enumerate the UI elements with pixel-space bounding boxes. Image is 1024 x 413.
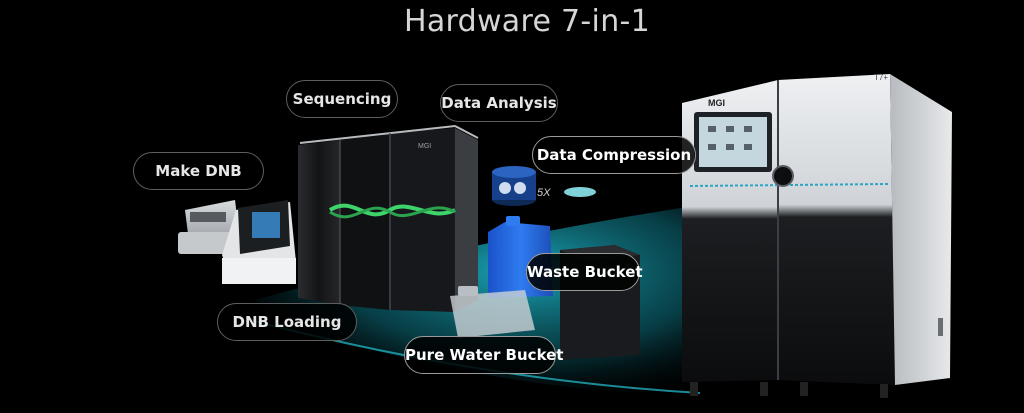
make-dnb-instrument: [178, 200, 296, 284]
label-pure-water-bucket: Pure Water Bucket: [404, 336, 563, 374]
compression-graphic: 5X: [492, 166, 596, 206]
sequencer-brand-text: MGI: [418, 143, 431, 150]
t7-sequencer: MGI T7+: [682, 73, 952, 398]
label-make-dnb: Make DNB: [133, 152, 264, 190]
label-waste-bucket: Waste Bucket: [526, 253, 643, 291]
t7-model-text: T7+: [874, 73, 888, 82]
t7-brand-text: MGI: [708, 98, 725, 108]
pure-water-tray: [450, 286, 535, 338]
label-data-compression: Data Compression: [532, 136, 696, 174]
slide-title: Hardware 7-in-1: [403, 4, 651, 39]
label-dnb-loading: DNB Loading: [217, 303, 357, 341]
label-data-analysis: Data Analysis: [440, 84, 558, 122]
sequencer-unit: MGI: [298, 124, 479, 312]
label-sequencing: Sequencing: [286, 80, 398, 118]
compression-ratio-text: 5X: [537, 187, 551, 199]
